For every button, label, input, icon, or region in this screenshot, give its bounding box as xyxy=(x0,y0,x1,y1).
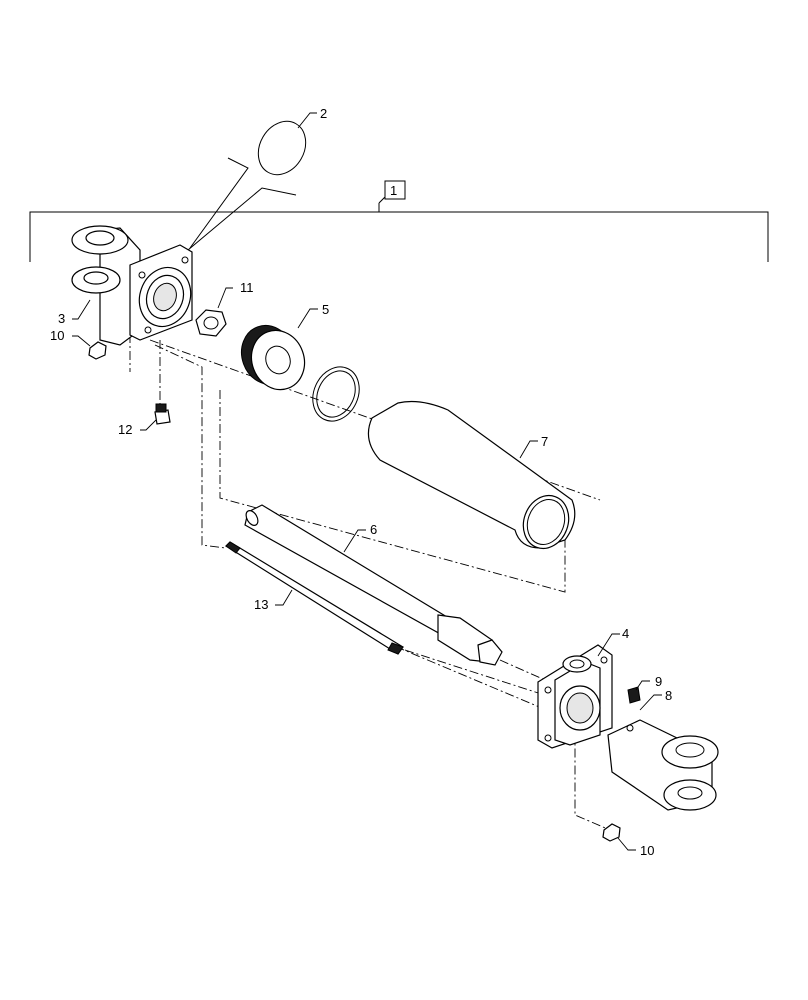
assembly-bracket: 1 xyxy=(29,180,769,262)
head-end-clevis xyxy=(71,225,193,346)
callout-11: 11 xyxy=(240,280,254,295)
callout-10-upper: 10 xyxy=(50,328,64,343)
callout-8: 8 xyxy=(665,688,672,703)
callout-3: 3 xyxy=(58,311,65,326)
callout-10-lower: 10 xyxy=(640,843,654,858)
callout-6: 6 xyxy=(370,522,377,537)
set-screw xyxy=(627,686,641,704)
hex-nut-lower xyxy=(602,823,621,842)
hex-nut-upper xyxy=(88,341,107,360)
retaining-ring xyxy=(312,366,360,422)
piston-rod xyxy=(244,504,503,666)
grease-fitting xyxy=(154,403,171,425)
centerlines xyxy=(129,300,611,831)
callout-5: 5 xyxy=(322,302,329,317)
o-ring xyxy=(187,120,307,251)
cylinder-barrel xyxy=(367,400,576,550)
tie-rod xyxy=(225,541,404,655)
callout-1: 1 xyxy=(390,183,397,198)
callout-2: 2 xyxy=(320,106,327,121)
callout-12: 12 xyxy=(118,422,132,437)
rod-end-clevis xyxy=(607,719,719,811)
callout-7: 7 xyxy=(541,434,548,449)
callout-9: 9 xyxy=(655,674,662,689)
callout-13: 13 xyxy=(254,597,268,612)
callout-4: 4 xyxy=(622,626,629,641)
leader-lines xyxy=(72,112,662,851)
rod-end-block xyxy=(537,644,613,749)
callout-box-1 xyxy=(384,180,406,200)
piston-nut xyxy=(195,309,227,337)
piston xyxy=(241,324,306,391)
